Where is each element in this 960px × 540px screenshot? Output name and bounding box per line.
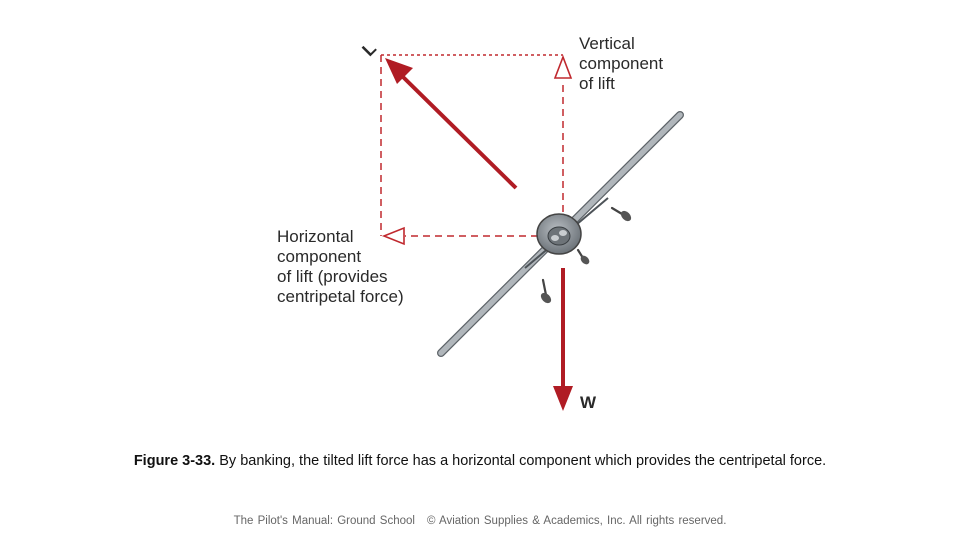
aircraft (437, 111, 684, 357)
lift-arrow-shaft (398, 72, 518, 190)
footer: The Pilot's Manual: Ground School © Aviat… (0, 515, 960, 527)
lift-arrowhead (385, 58, 413, 84)
vertical-component-arrowhead (553, 54, 573, 79)
horizontal-component-arrowhead (381, 226, 405, 246)
copyright-text: © Aviation Supplies & Academics, Inc. Al… (426, 515, 727, 527)
weight-arrowhead (553, 386, 573, 411)
weight-label: W (580, 393, 597, 412)
caption-text: By banking, the tilted lift force has a … (215, 453, 827, 469)
figure-caption: Figure 3-33. By banking, the tilted lift… (0, 453, 960, 469)
figure-number: Figure 3-33. (133, 453, 216, 469)
book-title: The Pilot's Manual: Ground School (233, 515, 415, 527)
vertical-component-label: Vertical component of lift (579, 34, 664, 93)
horizontal-component-label: Horizontal component of lift (provides c… (277, 227, 404, 306)
